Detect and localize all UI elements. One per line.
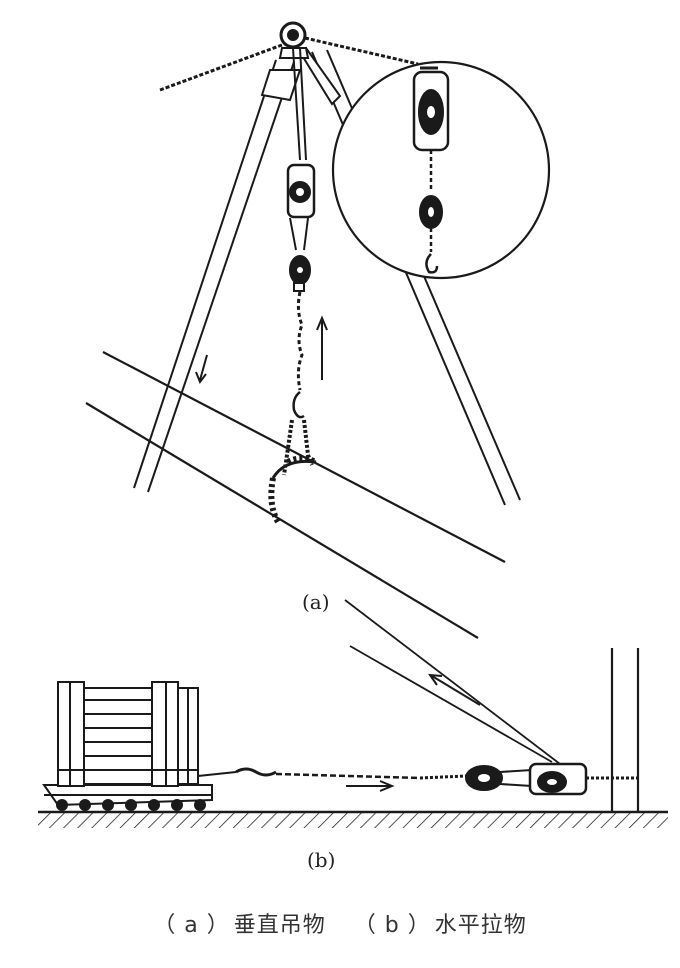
direction-arrow	[346, 673, 481, 792]
caption-a-text: 垂直吊物	[233, 913, 326, 938]
wall	[610, 648, 640, 812]
vertical-lift-figure	[85, 21, 551, 639]
part-b-label: (b)	[307, 848, 336, 872]
chain-hoist	[465, 762, 640, 796]
chain-hoist	[286, 163, 316, 292]
caption-b-marker: （ b ）	[353, 913, 431, 938]
hoist-chain	[292, 47, 307, 161]
figure-caption: （ a ）垂直吊物 （ b ）水平拉物	[0, 907, 680, 939]
part-a-label: (a)	[302, 590, 330, 614]
sling	[282, 419, 314, 476]
direction-arrow	[195, 315, 328, 385]
pipe	[85, 351, 506, 639]
pulling-chain	[197, 767, 467, 780]
ground-hatch	[38, 810, 668, 828]
caption-a-marker: （ a ）	[153, 913, 230, 938]
detail-inset	[331, 60, 551, 280]
crate	[57, 681, 199, 787]
lifting-chain	[292, 291, 305, 419]
caption-b-text: 水平拉物	[434, 913, 527, 938]
slack-chain	[344, 599, 561, 765]
horizontal-pull-figure	[38, 599, 668, 828]
guy-rope	[159, 36, 419, 92]
tripod-frame	[133, 21, 521, 506]
sled	[42, 784, 213, 811]
